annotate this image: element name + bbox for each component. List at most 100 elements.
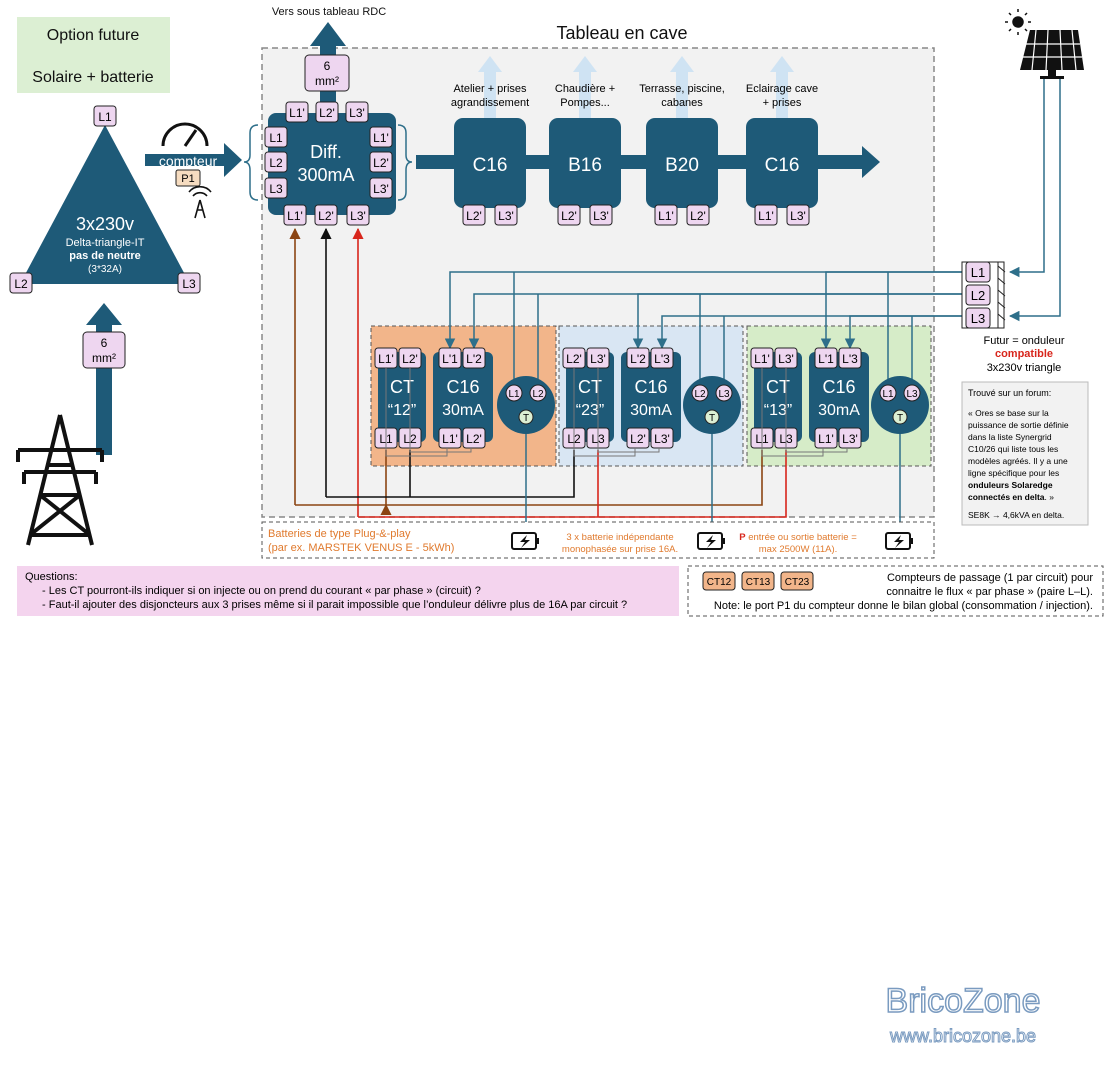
svg-text:L'3: L'3	[842, 352, 858, 366]
svg-text:L2: L2	[694, 389, 706, 400]
svg-text:L1': L1'	[373, 131, 389, 145]
cable-bottom-size: 6	[101, 336, 108, 350]
svg-text:L2': L2'	[402, 352, 418, 366]
legend-tag-ct12: CT12	[707, 577, 732, 588]
svg-text:“23”: “23”	[576, 402, 604, 419]
supply-triangle: 3x230v Delta-triangle-IT pas de neutre (…	[20, 125, 190, 284]
brand-logo: BricoZone	[886, 982, 1041, 1020]
brand-url: www.bricozone.be	[889, 1026, 1036, 1046]
diff-breaker	[268, 113, 396, 215]
svg-text:L1': L1'	[442, 432, 458, 446]
svg-text:Note: le port P1 du compteur d: Note: le port P1 du compteur donne le bi…	[714, 600, 1093, 612]
battery-icon-3	[885, 532, 913, 550]
phase-lines	[289, 227, 787, 518]
diff-rating: 300mA	[297, 165, 354, 185]
svg-text:L1': L1'	[658, 209, 674, 223]
svg-text:CT: CT	[766, 377, 790, 397]
batteries-mono: monophasée sur prise 16A.	[562, 544, 678, 555]
questions-box: Questions: - Les CT pourront-ils indique…	[17, 566, 679, 616]
svg-text:puissance de sortie définie: puissance de sortie définie	[968, 420, 1069, 430]
inverter-feed-lines	[444, 271, 962, 382]
svg-text:Eclairage cave: Eclairage cave	[746, 83, 818, 95]
svg-text:CT: CT	[578, 377, 602, 397]
meter-port-badge	[175, 169, 201, 187]
solar-panel-icon	[1020, 29, 1084, 79]
svg-text:L2: L2	[14, 277, 28, 291]
svg-text:Terrasse, piscine,: Terrasse, piscine,	[639, 83, 725, 95]
breaker-2: Chaudière + Pompes... B16 L2' L3'	[549, 56, 621, 226]
svg-text:L1': L1'	[287, 209, 303, 223]
svg-text:C16: C16	[822, 377, 855, 397]
diff-label: Diff.	[310, 142, 342, 162]
svg-text:CT: CT	[390, 377, 414, 397]
breaker-3: Terrasse, piscine, cabanes B20 L1' L2'	[639, 56, 725, 226]
svg-text:L2: L2	[971, 288, 985, 303]
svg-text:L3: L3	[182, 277, 196, 291]
svg-text:L1': L1'	[758, 209, 774, 223]
battery-icon-2	[697, 532, 725, 550]
svg-text:L1: L1	[98, 110, 112, 124]
svg-text:modèles agréés. Il y a une: modèles agréés. Il y a une	[968, 456, 1068, 466]
left-brace	[243, 124, 259, 201]
supply-terminal-l3: L3	[177, 272, 201, 294]
breaker-4: Eclairage cave + prises C16 L1' L3'	[746, 56, 818, 226]
svg-text:« Ores se base sur la: « Ores se base sur la	[968, 408, 1049, 418]
svg-text:Trouvé sur un forum:: Trouvé sur un forum:	[968, 388, 1051, 398]
svg-text:L2: L2	[269, 156, 283, 170]
svg-text:L3': L3'	[790, 209, 806, 223]
svg-text:L3': L3'	[593, 209, 609, 223]
svg-text:L3': L3'	[373, 182, 389, 196]
svg-text:SE8K → 4,6kVA en delta.: SE8K → 4,6kVA en delta.	[968, 510, 1064, 520]
forum-note: Trouvé sur un forum: « Ores se base sur …	[961, 381, 1089, 526]
svg-text:Pompes...: Pompes...	[560, 97, 610, 109]
sun-icon	[1005, 9, 1031, 35]
option-future-subtitle: Solaire + batterie	[32, 69, 154, 86]
circuit-12: CT “12” L1' L2' L1 L2 C16 30mA L'1 L'2 L…	[374, 347, 555, 526]
svg-text:L2': L2'	[466, 432, 482, 446]
batteries-power: P entrée ou sortie batterie =	[739, 532, 857, 543]
svg-text:L2': L2'	[561, 209, 577, 223]
svg-text:C16: C16	[634, 377, 667, 397]
cable-bottom-label	[82, 331, 126, 369]
svg-text:T: T	[897, 413, 903, 424]
svg-text:B20: B20	[665, 155, 699, 176]
supply-terminal-l1: L1	[93, 105, 117, 127]
svg-text:L2': L2'	[319, 106, 335, 120]
meter-label: compteur	[159, 153, 218, 169]
svg-text:L3': L3'	[498, 209, 514, 223]
svg-text:30mA: 30mA	[442, 402, 484, 419]
svg-text:30mA: 30mA	[818, 402, 860, 419]
inverter-line3: 3x230v triangle	[987, 362, 1062, 374]
svg-text:L3: L3	[971, 311, 985, 326]
pylon-icon	[16, 414, 104, 546]
inverter-line2: compatible	[995, 348, 1053, 360]
svg-text:Atelier + prises: Atelier + prises	[453, 83, 527, 95]
svg-text:Chaudière +: Chaudière +	[555, 83, 615, 95]
batteries-example: (par ex. MARSTEK VENUS E - 5kWh)	[268, 542, 454, 554]
svg-text:L1': L1'	[289, 106, 305, 120]
svg-text:T: T	[523, 413, 529, 424]
cable-top-unit: mm²	[315, 74, 339, 88]
meter-arrow	[145, 143, 242, 177]
svg-text:30mA: 30mA	[630, 402, 672, 419]
breaker-1: Atelier + prises agrandissement C16 L2' …	[451, 56, 529, 226]
diff-terminals: L1' L2' L3' L1 L2 L3 L1' L2' L3' L1' L2'…	[264, 101, 393, 226]
svg-text:L3': L3'	[778, 352, 794, 366]
circuit-13: CT “13” L1' L3' L1 L3 C16 30mA L'1 L'3 L…	[750, 347, 929, 526]
batteries-row	[261, 521, 935, 559]
supply-type: Delta-triangle-IT	[66, 237, 145, 249]
antenna-icon	[188, 185, 212, 219]
svg-text:Compteurs de passage (1 par ci: Compteurs de passage (1 par circuit) pou…	[887, 572, 1093, 584]
svg-text:L1: L1	[269, 131, 283, 145]
svg-text:B16: B16	[568, 155, 602, 176]
svg-text:Questions:: Questions:	[25, 571, 78, 583]
svg-text:L3': L3'	[590, 352, 606, 366]
option-future-title: Option future	[47, 27, 140, 44]
svg-text:- Faut-il ajouter des disjonct: - Faut-il ajouter des disjoncteurs aux 3…	[42, 599, 627, 611]
svg-text:L2': L2'	[690, 209, 706, 223]
svg-text:L3: L3	[718, 389, 730, 400]
svg-text:L1: L1	[508, 389, 520, 400]
svg-text:C10/26 qui liste tous les: C10/26 qui liste tous les	[968, 444, 1058, 454]
svg-text:cabanes: cabanes	[661, 97, 703, 109]
